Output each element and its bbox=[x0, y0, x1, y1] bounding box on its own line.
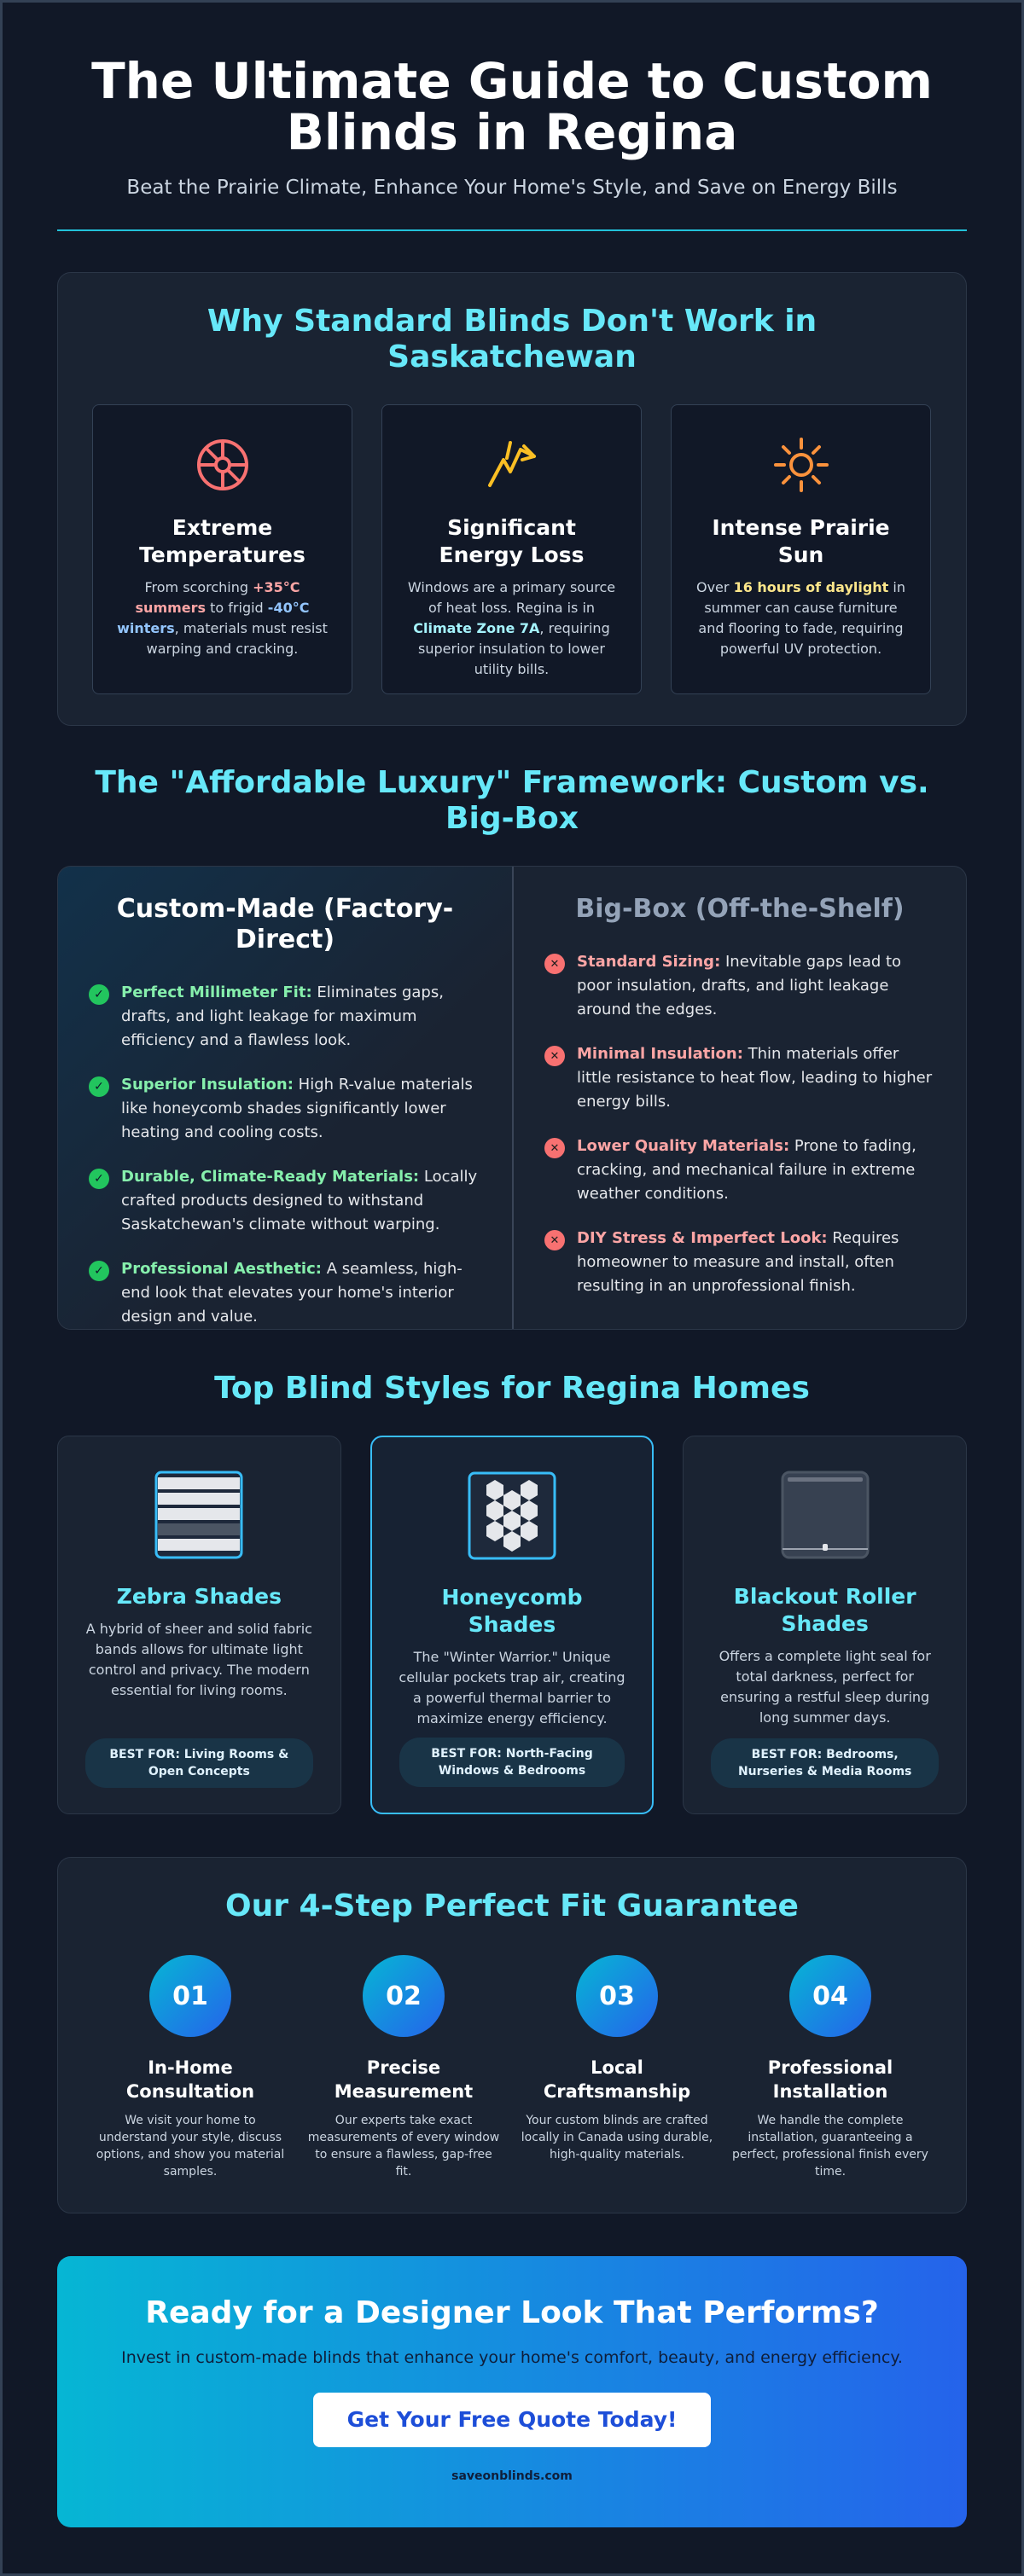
bigbox-column: Big-Box (Off-the-Shelf) ✕ Standard Sizin… bbox=[514, 867, 966, 1329]
styles-title-wrap: Top Blind Styles for Regina Homes bbox=[57, 1371, 967, 1407]
best-for-badge: BEST FOR: Bedrooms, Nurseries & Media Ro… bbox=[711, 1738, 940, 1788]
bigbox-point: ✕ Lower Quality Materials: Prone to fadi… bbox=[544, 1134, 935, 1206]
step-item: 02 Precise Measurement Our experts take … bbox=[305, 1955, 502, 2180]
custom-point: ✓ Superior Insulation: High R-value mate… bbox=[89, 1073, 481, 1145]
why-card-temperature: Extreme Temperatures From scorching +35°… bbox=[92, 404, 352, 694]
why-card-sun: Intense Prairie Sun Over 16 hours of day… bbox=[671, 404, 931, 694]
style-card-title: Zebra Shades bbox=[116, 1584, 282, 1609]
step-title: Local Craftsmanship bbox=[543, 2057, 691, 2102]
cross-icon: ✕ bbox=[544, 1046, 565, 1066]
step-number: 01 bbox=[149, 1955, 231, 2037]
why-card-title: Intense Prairie Sun bbox=[712, 515, 890, 567]
step-title: Precise Measurement bbox=[334, 2057, 474, 2102]
zebra-shade-icon bbox=[154, 1471, 243, 1559]
cta-title: Ready for a Designer Look That Performs? bbox=[145, 2295, 879, 2330]
style-card-text: A hybrid of sheer and solid fabric bands… bbox=[85, 1621, 312, 1698]
hero-header: The Ultimate Guide to Custom Blinds in R… bbox=[57, 3, 967, 231]
step-number: 02 bbox=[363, 1955, 445, 2037]
styles-section: Zebra Shades A hybrid of sheer and solid… bbox=[57, 1436, 968, 1814]
style-card-title: Blackout Roller Shades bbox=[733, 1584, 916, 1636]
get-quote-button[interactable]: Get Your Free Quote Today! bbox=[313, 2393, 711, 2447]
styles-section-title: Top Blind Styles for Regina Homes bbox=[214, 1371, 810, 1406]
steps-section: Our 4-Step Perfect Fit Guarantee 01 In-H… bbox=[57, 1857, 967, 2213]
check-icon: ✓ bbox=[89, 984, 109, 1005]
check-icon: ✓ bbox=[89, 1076, 109, 1097]
best-for-badge: BEST FOR: North-Facing Windows & Bedroom… bbox=[399, 1738, 625, 1787]
why-card-grid: Extreme Temperatures From scorching +35°… bbox=[92, 404, 932, 694]
bigbox-point: ✕ Minimal Insulation: Thin materials off… bbox=[544, 1042, 935, 1114]
step-text: Your custom blinds are crafted locally i… bbox=[521, 2114, 713, 2161]
bigbox-point: ✕ Standard Sizing: Inevitable gaps lead … bbox=[544, 950, 935, 1022]
why-section-title: Why Standard Blinds Don't Work in Saskat… bbox=[207, 304, 817, 374]
why-card-title: Significant Energy Loss bbox=[439, 515, 585, 567]
step-number: 04 bbox=[789, 1955, 871, 2037]
site-url[interactable]: saveonblinds.com bbox=[451, 2469, 573, 2483]
roller-shade-icon bbox=[781, 1471, 870, 1559]
step-item: 04 Professional Installation We handle t… bbox=[732, 1955, 928, 2180]
step-text: We handle the complete installation, gua… bbox=[732, 2114, 928, 2179]
cross-icon: ✕ bbox=[544, 1138, 565, 1158]
step-title: Professional Installation bbox=[767, 2057, 893, 2102]
compare-section: Custom-Made (Factory-Direct) ✓ Perfect M… bbox=[57, 866, 967, 1330]
custom-column: Custom-Made (Factory-Direct) ✓ Perfect M… bbox=[58, 867, 514, 1329]
thermometer-wheel-icon bbox=[192, 439, 253, 499]
compare-title-wrap: The "Affordable Luxury" Framework: Custo… bbox=[57, 765, 967, 837]
style-card-honeycomb[interactable]: Honeycomb Shades The "Winter Warrior." U… bbox=[369, 1436, 655, 1814]
energy-loss-icon bbox=[481, 441, 543, 499]
step-title: In-Home Consultation bbox=[125, 2057, 255, 2102]
bigbox-point: ✕ DIY Stress & Imperfect Look: Requires … bbox=[544, 1227, 935, 1298]
cross-icon: ✕ bbox=[544, 954, 565, 974]
step-item: 01 In-Home Consultation We visit your ho… bbox=[92, 1955, 288, 2180]
cta-banner: Ready for a Designer Look That Performs?… bbox=[57, 2256, 967, 2527]
step-text: Our experts take exact measurements of e… bbox=[307, 2114, 500, 2179]
why-section: Why Standard Blinds Don't Work in Saskat… bbox=[57, 272, 967, 726]
page-subtitle: Beat the Prairie Climate, Enhance Your H… bbox=[126, 177, 898, 199]
steps-section-title: Our 4-Step Perfect Fit Guarantee bbox=[225, 1888, 799, 1923]
steps-grid: 01 In-Home Consultation We visit your ho… bbox=[92, 1955, 932, 2180]
page-title: The Ultimate Guide to Custom Blinds in R… bbox=[91, 52, 933, 161]
custom-point: ✓ Durable, Climate-Ready Materials: Loca… bbox=[89, 1165, 481, 1237]
cross-icon: ✕ bbox=[544, 1230, 565, 1250]
style-card-text: The "Winter Warrior." Unique cellular po… bbox=[399, 1649, 625, 1726]
cta-text: Invest in custom-made blinds that enhanc… bbox=[121, 2348, 903, 2367]
why-card-text: Windows are a primary source of heat los… bbox=[407, 579, 616, 677]
step-number: 03 bbox=[576, 1955, 658, 2037]
why-card-title: Extreme Temperatures bbox=[139, 515, 305, 567]
style-card-text: Offers a complete light seal for total d… bbox=[719, 1648, 931, 1726]
step-text: We visit your home to understand your st… bbox=[96, 2114, 285, 2179]
compare-section-title: The "Affordable Luxury" Framework: Custo… bbox=[95, 765, 929, 836]
why-card-text: Over 16 hours of daylight in summer can … bbox=[695, 579, 905, 657]
check-icon: ✓ bbox=[89, 1169, 109, 1189]
custom-point: ✓ Professional Aesthetic: A seamless, hi… bbox=[89, 1257, 481, 1329]
style-card-title: Honeycomb Shades bbox=[441, 1585, 583, 1637]
style-card-blackout[interactable]: Blackout Roller Shades Offers a complete… bbox=[683, 1436, 968, 1814]
honeycomb-shade-icon bbox=[468, 1471, 556, 1560]
best-for-badge: BEST FOR: Living Rooms & Open Concepts bbox=[85, 1738, 313, 1788]
why-card-energy: Significant Energy Loss Windows are a pr… bbox=[381, 404, 642, 694]
header-divider bbox=[57, 229, 967, 231]
check-icon: ✓ bbox=[89, 1261, 109, 1281]
bigbox-column-title: Big-Box (Off-the-Shelf) bbox=[575, 894, 905, 924]
sun-icon bbox=[771, 438, 832, 499]
custom-column-title: Custom-Made (Factory-Direct) bbox=[116, 894, 454, 954]
style-card-zebra[interactable]: Zebra Shades A hybrid of sheer and solid… bbox=[57, 1436, 341, 1814]
custom-point: ✓ Perfect Millimeter Fit: Eliminates gap… bbox=[89, 981, 481, 1053]
step-item: 03 Local Craftsmanship Your custom blind… bbox=[519, 1955, 715, 2180]
why-card-text: From scorching +35°C summers to frigid -… bbox=[117, 579, 328, 657]
